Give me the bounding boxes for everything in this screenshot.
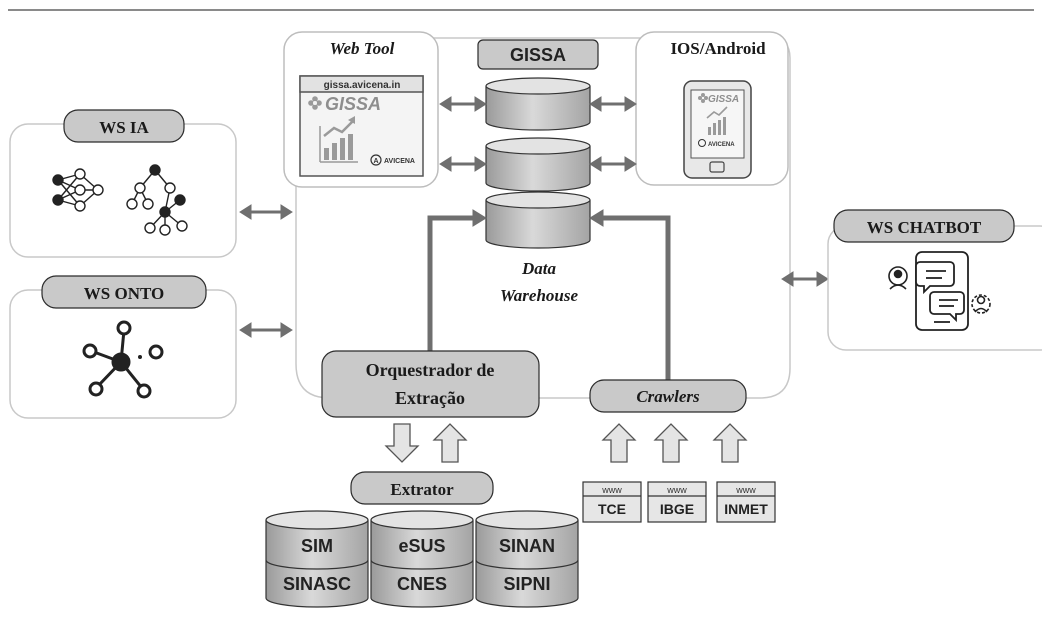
web-avicena-label: AVICENA <box>384 158 415 165</box>
db-label-sipni: SIPNI <box>503 574 550 594</box>
extrator-label: Extrator <box>390 480 454 499</box>
db-stack-3: SINAN SIPNI <box>475 510 579 608</box>
ws-onto-label: WS ONTO <box>84 284 164 303</box>
extrator-box: Extrator <box>350 471 494 505</box>
source-databases: SIM SINASC eSUS CNES SINAN SIPNI <box>265 510 579 608</box>
web-browser-mockup: gissa.avicena.in GISSA A AVICE <box>299 75 424 177</box>
crawlers-box: Crawlers <box>589 379 747 413</box>
ws-ia-panel: WS IA <box>9 109 237 258</box>
db-label-esus: eSUS <box>398 536 445 556</box>
db-label-sim: SIM <box>301 536 333 556</box>
db-cylinder-top <box>485 77 591 131</box>
down-arrow-icon <box>384 423 420 463</box>
growth-chart-icon <box>319 116 358 163</box>
data-warehouse-label-line2: Warehouse <box>500 286 579 305</box>
db-stack-2: eSUS CNES <box>370 510 474 608</box>
db-label-cnes: CNES <box>397 574 447 594</box>
mobile-gissa-logo: GISSA <box>708 94 739 105</box>
ontology-graph-icon <box>82 320 164 399</box>
web-tool-title: Web Tool <box>330 39 395 58</box>
chatbot-phone-icon <box>915 251 969 331</box>
bot-avatar-icon <box>888 266 908 290</box>
mobile-title: IOS/Android <box>670 39 766 58</box>
avicena-logo-icon: A <box>370 154 382 166</box>
db-cylinder-data-warehouse <box>485 191 591 249</box>
web-source-inmet: www INMET <box>716 481 776 523</box>
tablet-icon: GISSA AVICENA <box>683 80 752 179</box>
up-arrow-icon <box>432 423 468 463</box>
data-warehouse-label-line1: Data <box>521 259 557 278</box>
web-source-ibge-tag: www <box>666 485 687 495</box>
web-source-ibge: www IBGE <box>647 481 707 523</box>
web-source-tce: www TCE <box>582 481 642 523</box>
flow-arrows-to-warehouse <box>427 209 671 380</box>
web-url: gissa.avicena.in <box>324 80 401 91</box>
svg-text:A: A <box>373 158 378 165</box>
web-source-ibge-name: IBGE <box>660 501 694 517</box>
ws-onto-panel: WS ONTO <box>9 275 237 419</box>
ws-chatbot-label: WS CHATBOT <box>867 218 982 237</box>
bidirectional-arrows <box>239 96 829 338</box>
ws-chatbot-panel: WS CHATBOT <box>827 209 1042 351</box>
extraction-hollow-arrows <box>384 423 468 463</box>
db-label-sinan: SINAN <box>499 536 555 556</box>
web-sources: www TCE www IBGE www INMET <box>582 481 776 523</box>
crawler-hollow-arrows <box>601 423 748 463</box>
web-tool-panel: Web Tool gissa.avicena.in GISSA <box>283 31 439 188</box>
user-avatar-icon <box>971 294 991 314</box>
gissa-flower-icon <box>308 96 322 110</box>
up-arrow-icon <box>712 423 748 463</box>
up-arrow-icon <box>601 423 637 463</box>
orquestrador-box: Orquestrador de Extração <box>321 350 540 418</box>
mobile-avicena-label: AVICENA <box>708 142 735 148</box>
orquestrador-label-line1: Orquestrador de <box>366 360 495 380</box>
web-gissa-logo: GISSA <box>325 94 381 114</box>
neural-network-icon <box>52 168 104 212</box>
web-source-inmet-name: INMET <box>724 501 768 517</box>
db-cylinder-middle <box>485 137 591 192</box>
db-stack-1: SIM SINASC <box>265 510 369 608</box>
up-arrow-icon <box>653 423 689 463</box>
crawlers-label: Crawlers <box>636 387 700 406</box>
gissa-label: GISSA <box>510 45 566 65</box>
mobile-panel: IOS/Android GISSA AVICENA <box>635 31 789 186</box>
web-source-inmet-tag: www <box>735 485 756 495</box>
web-source-tce-tag: www <box>601 485 622 495</box>
web-source-tce-name: TCE <box>598 501 626 517</box>
decision-tree-icon <box>126 164 188 236</box>
gissa-box: GISSA <box>477 39 599 70</box>
db-label-sinasc: SINASC <box>283 574 351 594</box>
ws-ia-label: WS IA <box>99 118 149 137</box>
orquestrador-label-line2: Extração <box>395 388 465 408</box>
